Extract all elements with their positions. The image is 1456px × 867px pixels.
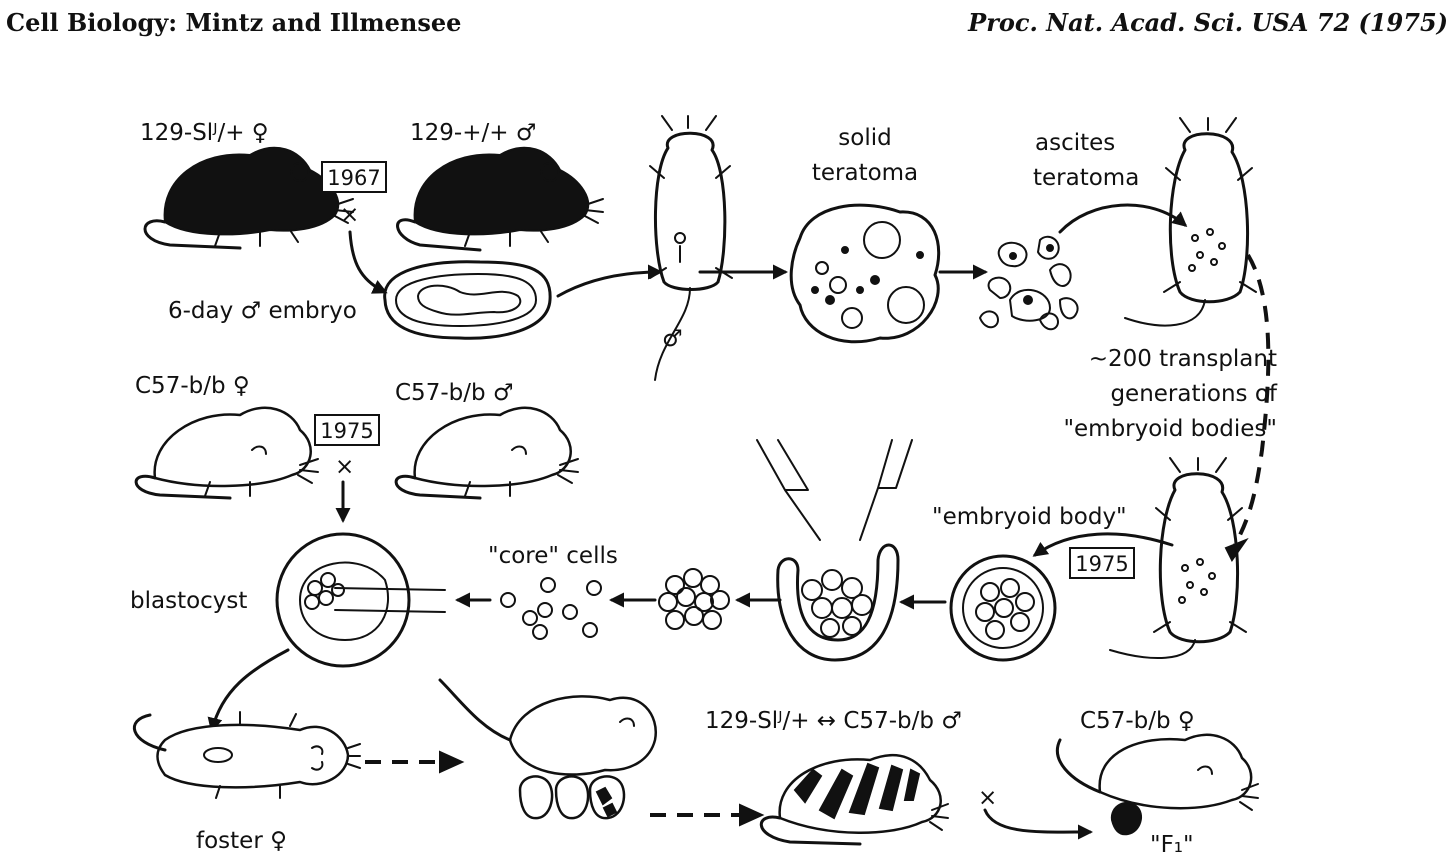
transplant-label-3: "embryoid bodies": [1063, 416, 1277, 442]
year-1975-box-b: 1975: [1069, 547, 1135, 579]
transplant-dashed-arrow: [1233, 253, 1271, 546]
dispersed-cells-icon: [979, 235, 1079, 331]
white-mouse-female-2-icon: [1055, 733, 1259, 836]
blastocyst-icon: [275, 532, 446, 668]
year-1975-label-a: 1975: [320, 419, 373, 443]
f1-label: "F₁": [1150, 832, 1194, 858]
cross-arrow-3: [983, 808, 1093, 840]
year-1975-label-b: 1975: [1075, 552, 1128, 576]
chimera-mouse-icon: [759, 754, 949, 846]
ascites-mouse-lower-icon: [1109, 457, 1247, 659]
cells-to-ascites-arrow: [1058, 203, 1188, 234]
foster-mouse-icon: [132, 711, 361, 799]
white-mouse-female-icon: [134, 406, 319, 500]
solid-teratoma-label-1: solid: [838, 125, 891, 151]
embryo-label: 6-day ♂ embryo: [168, 298, 357, 324]
transplant-label-1: ~200 transplant: [1089, 346, 1277, 372]
mouse-to-body-arrow: [1032, 532, 1174, 557]
cross-symbol-1: ×: [340, 202, 359, 228]
cross-arrow-1: [348, 230, 388, 294]
ascites-teratoma-label-2: teratoma: [1033, 165, 1139, 191]
core-cluster-icon: [658, 568, 730, 630]
male-symbol-label: ♂: [662, 326, 683, 352]
embryo-icon: [383, 260, 552, 340]
cross-symbol-3: ×: [978, 785, 997, 811]
year-1967-label: 1967: [327, 166, 380, 190]
blastocyst-to-foster-arrow: [207, 648, 290, 733]
mouse-129-sl-female-label: 129-Slᴶ/+ ♀: [140, 120, 269, 146]
mouse-129-wt-male-label: 129-+/+ ♂: [410, 120, 536, 146]
core-cells-label: "core" cells: [488, 543, 618, 569]
running-header-right: Proc. Nat. Acad. Sci. USA 72 (1975): [968, 8, 1448, 37]
ascites-mouse-upright-icon: [1124, 117, 1257, 327]
pups-arrowhead: [739, 803, 765, 827]
blastocyst-label: blastocyst: [130, 588, 247, 614]
host-mouse-upright-icon: [649, 115, 733, 381]
mother-with-pups-icon: [438, 678, 658, 820]
embryoid-body-icon: [949, 554, 1057, 662]
core-cells-icon: [500, 577, 602, 640]
solid-teratoma-icon: [789, 203, 941, 344]
solid-teratoma-label-2: teratoma: [812, 160, 918, 186]
chimera-label: 129-Slᴶ/+ ↔ C57-b/b ♂: [705, 708, 962, 734]
mouse-c57-female-2-label: C57-b/b ♀: [1080, 708, 1195, 734]
mouse-c57-female-label: C57-b/b ♀: [135, 373, 250, 399]
foster-arrowhead: [439, 750, 465, 774]
microdissection-icon: [756, 439, 913, 662]
transplant-label-2: generations of: [1110, 381, 1277, 407]
black-mouse-male-icon: [396, 146, 604, 252]
ascites-teratoma-label-1: ascites: [1035, 130, 1115, 156]
foster-label: foster ♀: [196, 828, 287, 854]
mouse-c57-male-label: C57-b/b ♂: [395, 380, 514, 406]
embryoid-body-label: "embryoid body": [932, 504, 1127, 530]
cross-symbol-2: ×: [335, 454, 354, 480]
white-mouse-male-icon: [394, 406, 579, 500]
black-mouse-female-icon: [143, 146, 354, 250]
year-1975-box-a: 1975: [314, 414, 380, 446]
embryo-to-mouse-arrow: [556, 264, 663, 298]
year-1967-box: 1967: [321, 161, 387, 193]
running-header-left: Cell Biology: Mintz and Illmensee: [6, 8, 462, 37]
